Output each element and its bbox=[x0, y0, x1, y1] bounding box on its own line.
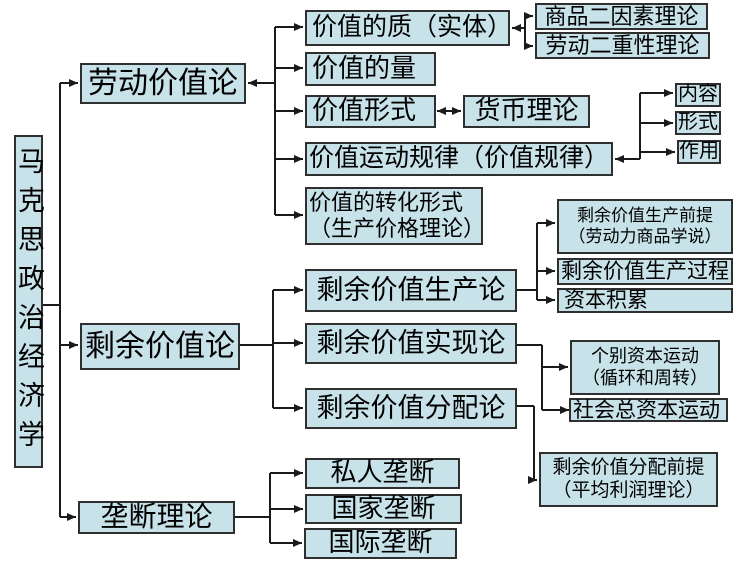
node-marxist-political-economy: 马克思政治经济学 bbox=[14, 135, 44, 468]
node-surplus-production-premise: 剩余价值生产前提 （劳动力商品学说） bbox=[557, 199, 733, 254]
node-state-monopoly: 国家垄断 bbox=[305, 494, 462, 524]
node-value-quality: 价值的质（实体） bbox=[305, 10, 512, 46]
node-individual-capital-movement: 个别资本运动 （循环和周转） bbox=[570, 340, 720, 395]
node-value-quantity: 价值的量 bbox=[305, 52, 436, 86]
node-labor-dual-character: 劳动二重性理论 bbox=[535, 32, 710, 59]
node-private-monopoly: 私人垄断 bbox=[305, 458, 460, 489]
node-surplus-production-theory: 剩余价值生产论 bbox=[305, 269, 517, 312]
node-surplus-distribution-theory: 剩余价值分配论 bbox=[305, 388, 517, 429]
node-commodity-two-factors: 商品二因素理论 bbox=[535, 3, 708, 30]
node-capital-accumulation: 资本积累 bbox=[557, 288, 733, 313]
node-labor-value-theory: 劳动价值论 bbox=[80, 63, 246, 104]
node-value-transformation: 价值的转化形式 （生产价格理论） bbox=[305, 187, 485, 245]
node-law-content: 内容 bbox=[675, 83, 721, 107]
node-law-form: 形式 bbox=[675, 111, 721, 135]
node-money-theory: 货币理论 bbox=[463, 95, 590, 128]
node-monopoly-theory: 垄断理论 bbox=[78, 501, 235, 534]
node-surplus-distribution-premise: 剩余价值分配前提 （平均利润理论） bbox=[539, 452, 718, 507]
node-international-monopoly: 国际垄断 bbox=[304, 528, 457, 559]
node-social-total-capital-movement: 社会总资本运动 bbox=[569, 398, 728, 422]
node-value-form: 价值形式 bbox=[305, 95, 436, 128]
node-law-function: 作用 bbox=[677, 140, 721, 164]
node-surplus-realization-theory: 剩余价值实现论 bbox=[305, 323, 517, 364]
node-value-law: 价值运动规律（价值规律） bbox=[305, 142, 613, 176]
node-surplus-value-theory: 剩余价值论 bbox=[80, 323, 240, 370]
node-surplus-production-process: 剩余价值生产过程 bbox=[557, 258, 733, 285]
